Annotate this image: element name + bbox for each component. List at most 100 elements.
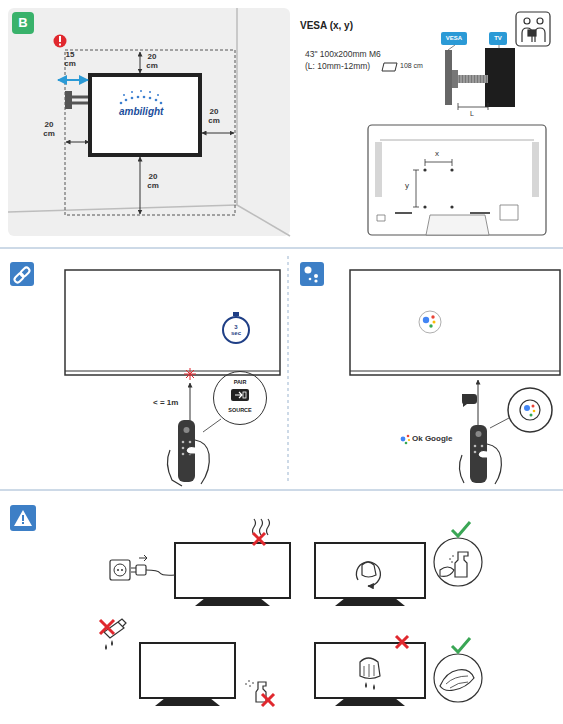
chemical-bottle bbox=[105, 640, 113, 650]
check-mark bbox=[452, 638, 470, 652]
wall-arm bbox=[65, 91, 90, 109]
assistant-logo bbox=[431, 315, 434, 318]
assistant-button-zoom bbox=[520, 400, 540, 420]
dimension-label: L bbox=[470, 110, 474, 118]
wall-arm bbox=[65, 91, 72, 109]
tv-wipe bbox=[356, 562, 380, 586]
tv-unplug bbox=[195, 598, 270, 606]
tv-front bbox=[120, 102, 123, 105]
dry-cloth-zoom bbox=[446, 676, 468, 688]
vesa-tag: VESA bbox=[441, 32, 467, 45]
brand-logo: ambilight bbox=[119, 106, 163, 117]
tv-size-icon bbox=[382, 63, 397, 71]
tv-back bbox=[375, 142, 382, 197]
tv-front bbox=[160, 102, 163, 105]
tv-screen bbox=[65, 270, 280, 375]
tv-front bbox=[157, 94, 159, 96]
tv-front bbox=[131, 91, 133, 93]
link-icon bbox=[10, 262, 34, 286]
section-divider bbox=[288, 256, 289, 484]
tv-screen bbox=[350, 270, 560, 375]
tv-screen bbox=[65, 270, 280, 375]
spray-bottle bbox=[249, 685, 251, 687]
tv-unplug bbox=[121, 569, 123, 571]
dimension-label: 20 cm bbox=[42, 121, 56, 139]
assistant-button-zoom bbox=[524, 405, 530, 411]
tv-back bbox=[416, 170, 417, 207]
tv-screen bbox=[350, 270, 560, 375]
tv-front bbox=[137, 96, 140, 99]
warning-icon bbox=[14, 510, 32, 526]
tv-back bbox=[423, 205, 426, 208]
tv-front bbox=[90, 75, 200, 155]
assistant-logo bbox=[423, 317, 429, 323]
assistant-icon bbox=[305, 267, 312, 274]
screw-diagram bbox=[488, 103, 489, 110]
tv-unplug bbox=[131, 572, 136, 573]
spray-cloth-zoom bbox=[449, 558, 451, 560]
dimension-label: y bbox=[405, 182, 409, 191]
screen-size: 108 cm bbox=[400, 62, 423, 70]
tv-unplug bbox=[117, 569, 119, 571]
tv-back bbox=[450, 168, 453, 171]
installer-icon bbox=[537, 18, 543, 24]
tv-front bbox=[90, 75, 200, 155]
tv-front bbox=[149, 97, 152, 100]
screw-diagram bbox=[448, 45, 455, 50]
mount-panel bbox=[65, 50, 235, 215]
section-divider bbox=[0, 248, 563, 249]
tv-unplug bbox=[136, 565, 146, 575]
screw-diagram bbox=[499, 45, 500, 49]
tv-front bbox=[131, 97, 134, 100]
remote-hand bbox=[476, 431, 482, 437]
tv-back bbox=[425, 162, 452, 163]
leader-line bbox=[203, 419, 221, 432]
tv-wet-cloth bbox=[315, 643, 425, 706]
dimension-label: 20 cm bbox=[146, 173, 160, 191]
assistant-dots bbox=[407, 435, 410, 438]
warning-dot bbox=[54, 35, 67, 48]
pair-button-icon bbox=[235, 392, 242, 398]
remote-hand bbox=[186, 447, 195, 455]
dimension-arrow bbox=[140, 157, 141, 214]
tv-unplug bbox=[146, 570, 175, 575]
cross-mark bbox=[396, 636, 408, 648]
node-text: TV bbox=[494, 35, 502, 41]
assistant-button-zoom bbox=[532, 405, 535, 408]
tv-back bbox=[368, 125, 546, 235]
installer-icon bbox=[524, 18, 530, 24]
tv-unplug bbox=[110, 560, 130, 580]
tv-front bbox=[155, 99, 158, 102]
tv-screen bbox=[350, 371, 560, 372]
remote-hand bbox=[474, 451, 477, 454]
tv-chemical bbox=[155, 698, 220, 706]
cross-mark bbox=[100, 620, 114, 634]
spray-bottle bbox=[248, 680, 250, 682]
spray-cloth-zoom bbox=[434, 538, 482, 586]
dimension-arrow bbox=[140, 52, 141, 73]
assistant-logo bbox=[419, 311, 441, 333]
dimension-arrow bbox=[58, 52, 234, 214]
dimension-arrow bbox=[202, 133, 234, 134]
screw-diagram bbox=[458, 75, 488, 83]
remote-hand bbox=[184, 427, 190, 433]
assistant-icon bbox=[309, 278, 312, 281]
assistant-icon bbox=[314, 279, 317, 282]
remote-hand bbox=[178, 420, 195, 482]
assistant-dots bbox=[408, 439, 410, 441]
node-text: 3 sec bbox=[229, 324, 243, 337]
assistant-dots bbox=[401, 437, 406, 442]
installer-icon bbox=[516, 12, 550, 46]
dimension-arrow bbox=[66, 142, 89, 143]
tv-back bbox=[450, 205, 453, 208]
assistant-logo bbox=[429, 324, 432, 327]
dry-cloth-zoom bbox=[434, 654, 482, 702]
timer-circle: 3 sec bbox=[222, 316, 250, 344]
check-mark bbox=[452, 522, 470, 536]
remote-hand bbox=[167, 420, 209, 486]
tv-wet-cloth bbox=[315, 643, 425, 698]
remote-hand bbox=[182, 453, 185, 456]
link-icon bbox=[13, 272, 24, 283]
voice-command: Ok Google bbox=[412, 435, 452, 444]
